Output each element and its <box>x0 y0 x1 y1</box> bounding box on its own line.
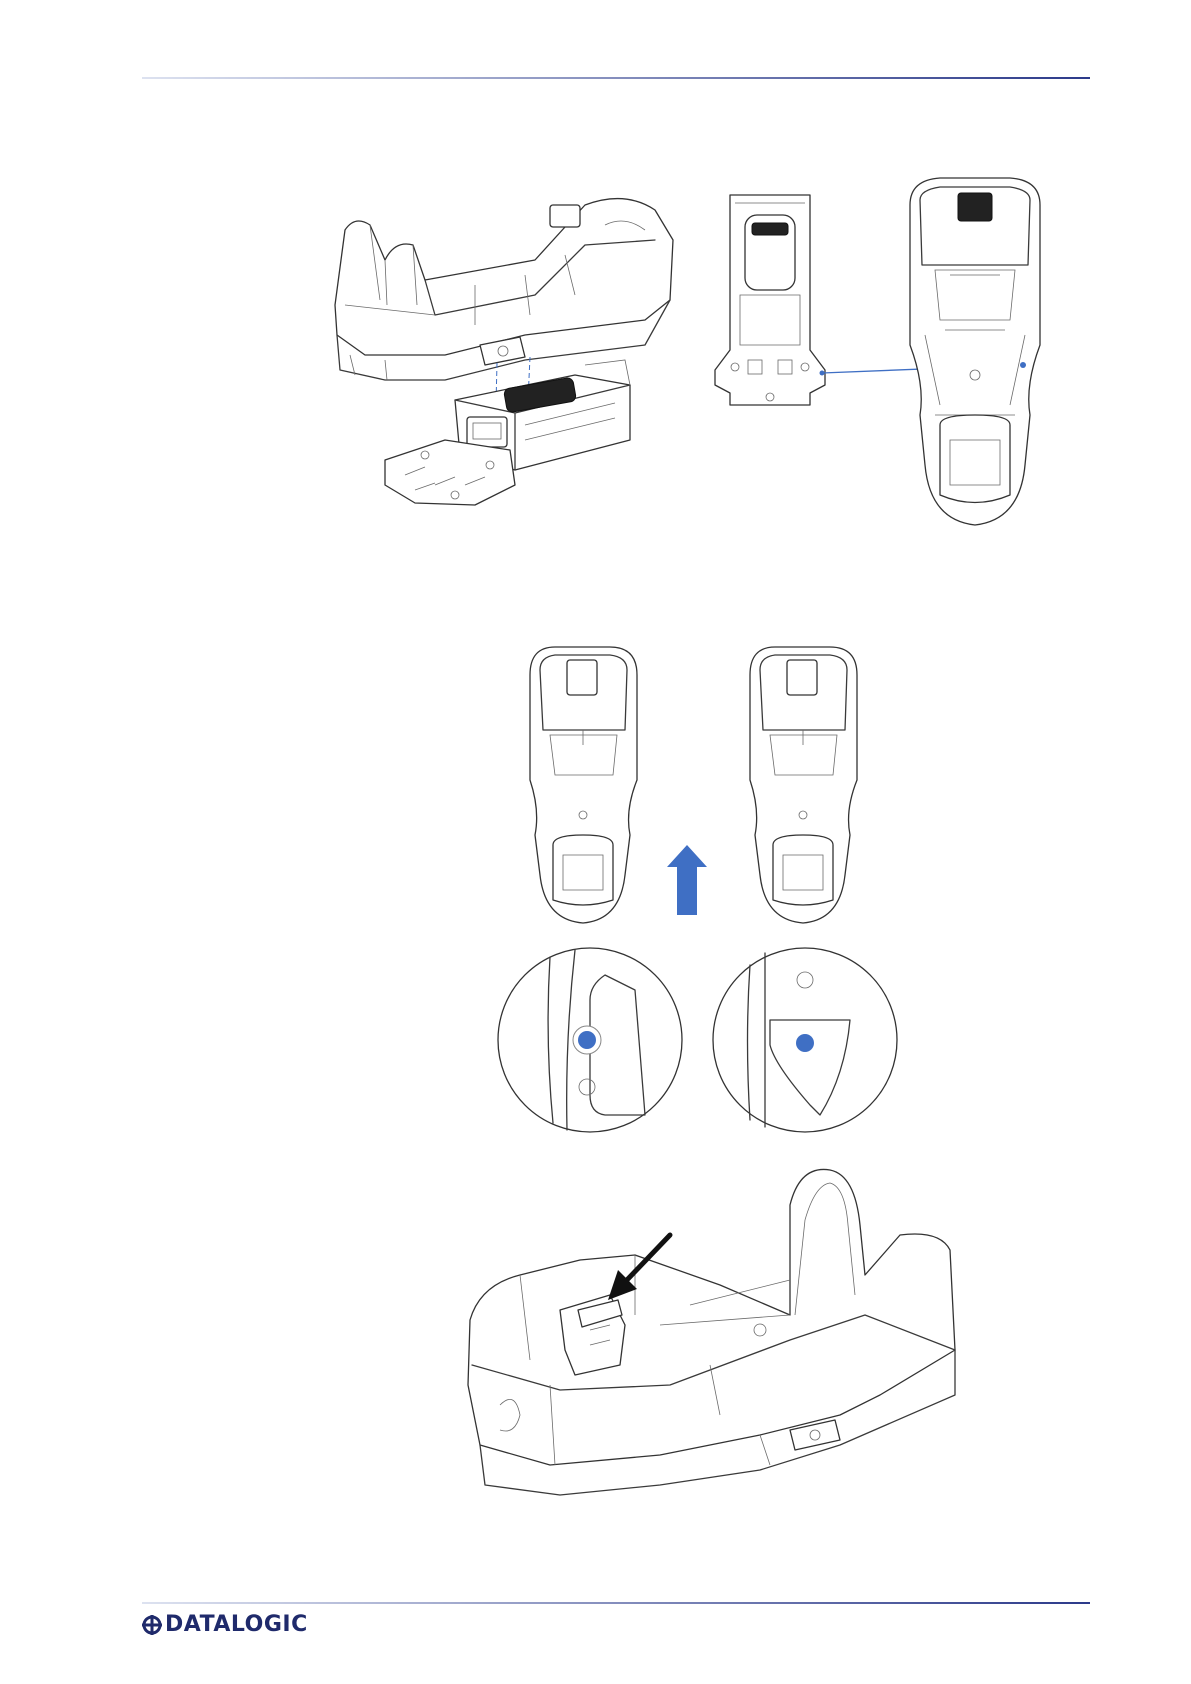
datalogic-mark-icon <box>142 1615 162 1635</box>
zoom-circle-right <box>713 948 897 1132</box>
figure-base-positions <box>525 645 870 935</box>
up-arrow-icon <box>667 845 707 915</box>
base-top-view-left <box>530 647 637 923</box>
logo-text: DATALOGIC <box>165 1612 308 1637</box>
footer-logo: DATALOGIC <box>142 1612 308 1637</box>
footer-rule <box>142 1602 1090 1604</box>
header-rule <box>142 77 1090 79</box>
base-top-view-right <box>750 647 857 923</box>
figure-hole-detail <box>495 945 905 1135</box>
zoom-circle-left <box>498 948 682 1132</box>
figure-base-latch <box>460 1165 970 1510</box>
figure-base-exploded <box>325 185 685 540</box>
figure-plate-alignment <box>710 175 1070 540</box>
